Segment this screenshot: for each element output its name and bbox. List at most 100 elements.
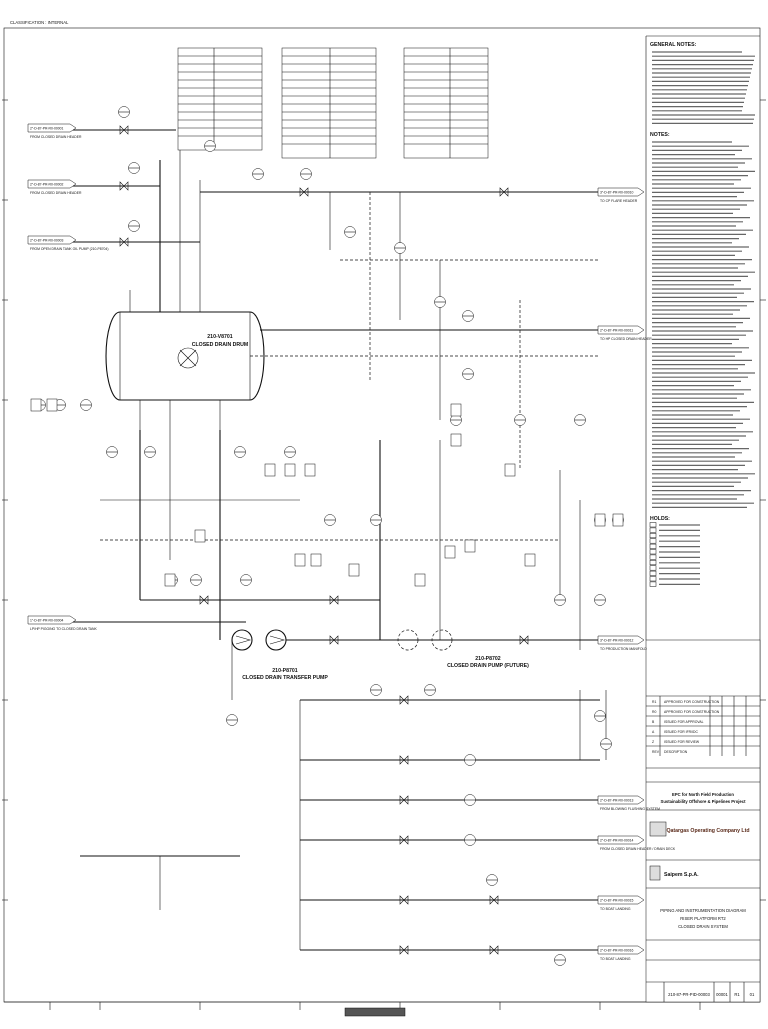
instrument-bubble: [118, 106, 130, 118]
outlet-tag: 2"-D-87-PR-R0-00015 TO BOAT LANDING: [597, 895, 645, 911]
notes-text-lines: [652, 51, 755, 508]
revision-code: A: [652, 730, 655, 734]
contractor-logo: [649, 865, 661, 881]
instrument-bubble: [226, 714, 238, 726]
inlet-line-number: 1"-D-87-PR-R0-00004: [30, 619, 64, 623]
instrument-box: [304, 463, 316, 477]
revision-description: APPROVED FOR CONSTRUCTION: [664, 710, 720, 714]
instrument-box: [594, 513, 606, 527]
instrument-box: [450, 403, 462, 417]
instrument-box: [450, 433, 462, 447]
instrument-bubble: [600, 738, 612, 750]
pump2-tag: 210-P8702: [475, 656, 500, 662]
instrument-box: [264, 463, 276, 477]
process-piping: [28, 129, 607, 951]
instrument-box: [504, 463, 516, 477]
revision-code: B: [652, 720, 655, 724]
instrument-bubble: [144, 446, 156, 458]
instrument-box: [524, 553, 536, 567]
revision-number: R1: [734, 992, 740, 997]
instrument-bubble: [370, 684, 382, 696]
revision-description: APPROVED FOR CONSTRUCTION: [664, 700, 720, 704]
inlet-line-number: 2"-D-87-PR-R0-00002: [30, 183, 64, 187]
vessel-name: CLOSED DRAIN DRUM: [192, 342, 249, 348]
vessel-tag: 210-V8701: [207, 334, 232, 340]
instrument-bubble: [464, 794, 476, 806]
instrument-bubble: [106, 446, 118, 458]
instrument-box: [612, 513, 624, 527]
project-title-2: Sustainability Offshore & Pipelines Proj…: [661, 799, 747, 804]
contractor-name: Saipem S.p.A.: [664, 872, 699, 878]
holds-title: HOLDS:: [650, 516, 670, 522]
instrument-bubble: [514, 414, 526, 426]
doc-title-1: PIPING AND INSTRUMENTATION DIAGRAM: [660, 908, 746, 913]
pump2-name: CLOSED DRAIN PUMP (FUTURE): [447, 663, 529, 669]
outlet-destination: TO PRODUCTION MANIFOLD: [600, 647, 647, 651]
instrument-bubble: [594, 710, 606, 722]
instrument-bubble: [284, 446, 296, 458]
instrument-bubble: [434, 296, 446, 308]
pump1-name: CLOSED DRAIN TRANSFER PUMP: [242, 675, 328, 681]
outlet-destination: TO BOAT LANDING: [600, 957, 631, 961]
outlet-tag: 2"-D-87-PR-R0-00011 TO HP CLOSED DRAIN HE…: [597, 325, 652, 341]
inlet-line-number: 2"-D-87-PR-R0-00001: [30, 127, 64, 131]
sheet-of: 01: [750, 992, 755, 997]
instrument-bubble: [554, 954, 566, 966]
outlet-line-number: 2"-D-87-PR-R0-00015: [600, 899, 634, 903]
instrument-box: [194, 529, 206, 543]
instrument-bubble: [240, 574, 252, 586]
instrument-bubble: [450, 414, 462, 426]
outlet-destination: TO HP CLOSED DRAIN HEADER: [600, 337, 652, 341]
notes-column: GENERAL NOTES: NOTES: HOLDS:: [645, 35, 760, 640]
instrument-box: [30, 398, 42, 412]
outlet-destination: TO BOAT LANDING: [600, 907, 631, 911]
instrument-bubble: [324, 514, 336, 526]
revision-code: R1: [652, 700, 656, 704]
outlet-destination: FROM BLOWING FLUSHING SYSTEM: [600, 807, 660, 811]
doc-title-3: CLOSED DRAIN SYSTEM: [678, 924, 728, 929]
pump-210-p8701: 210-P8701 CLOSED DRAIN TRANSFER PUMP: [231, 629, 328, 681]
notes-title: NOTES:: [650, 132, 670, 138]
instrument-box: [46, 398, 58, 412]
equipment-datasheet-1: [177, 47, 263, 151]
holds-list: [649, 522, 700, 587]
revision-code: R0: [652, 710, 656, 714]
instrument-bubble: [464, 834, 476, 846]
outlet-destination: TO CP FLARE HEADER: [600, 199, 638, 203]
revision-description: ISSUED FOR IFR/IDC: [664, 730, 698, 734]
revision-row: A ISSUED FOR IFR/IDC: [646, 725, 760, 734]
instrument-box: [294, 553, 306, 567]
border-ticks: [2, 99, 766, 1017]
outlet-line-number: 2"-D-87-PR-R0-00011: [600, 329, 633, 333]
pump1-tag: 210-P8701: [272, 668, 297, 674]
instrument-bubble: [370, 514, 382, 526]
instrument-box: [414, 573, 426, 587]
instrument-bubble: [464, 754, 476, 766]
instrument-bubble: [252, 168, 264, 180]
instrument-bubble: [190, 574, 202, 586]
inlet-source: FROM CLOSED DRAIN HEADER: [30, 191, 82, 195]
instrument-box: [444, 545, 456, 559]
outlet-line-number: 3"-D-87-PR-R0-00012: [600, 639, 634, 643]
inlet-source: FROM CLOSED DRAIN HEADER: [30, 135, 82, 139]
instrument-bubble: [462, 368, 474, 380]
project-title-1: EPC for North Field Production: [672, 792, 734, 797]
inlet-line-number: 2"-D-87-PR-R0-00003: [30, 239, 64, 243]
instrument-bubble: [300, 168, 312, 180]
outlet-destination: FROM CLOSED DRAIN HEADER / DRAIN DECK: [600, 847, 676, 851]
revision-row: R0 APPROVED FOR CONSTRUCTION: [646, 705, 760, 714]
